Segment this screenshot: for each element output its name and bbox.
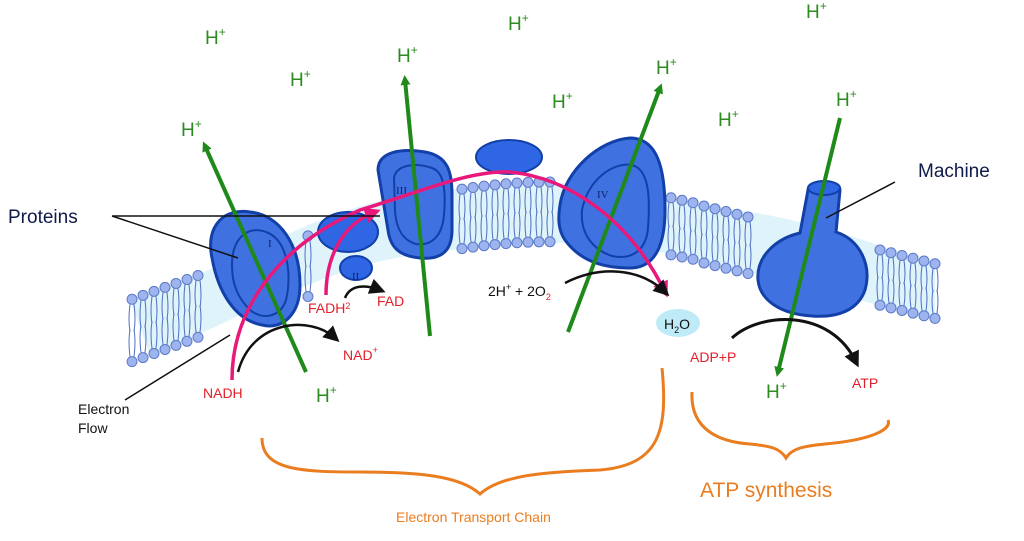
- machine-pointer: [825, 181, 896, 219]
- complex-iii-label: III: [396, 185, 407, 197]
- nadh-to-nad-arrow: [236, 323, 340, 373]
- fadh-to-fad-arrow: [343, 278, 386, 299]
- complex-iv-label: IV: [597, 189, 609, 201]
- fad-label: FAD: [377, 293, 404, 309]
- nadh-label: NADH: [203, 385, 243, 401]
- proton-arrow-complex-iv: [566, 83, 663, 333]
- proton-label: H+: [552, 89, 573, 113]
- complex-iv: IV: [557, 136, 667, 270]
- atp-synthesis-label: ATP synthesis: [700, 479, 832, 502]
- proton-arrow-complex-iii: [400, 75, 432, 337]
- proteins-pointer-2: [111, 215, 239, 259]
- complex-ii-label: II: [352, 271, 360, 283]
- cytochrome-c: [475, 139, 543, 175]
- proton-arrow-atp-synthase: [774, 117, 842, 377]
- proton-label: H+: [508, 11, 529, 35]
- adp-to-atp-arrow: [730, 318, 859, 368]
- electron-flow-fadh-arrow: [324, 207, 381, 296]
- electron-flow-label-line2: Flow: [78, 420, 108, 436]
- proton-label: H+: [766, 379, 787, 403]
- lipid-bilayer: [126, 176, 941, 368]
- proton-label: H+: [718, 107, 739, 131]
- proton-label: H+: [290, 67, 311, 91]
- etc-brace: [260, 367, 666, 497]
- proton-label: H+: [205, 25, 226, 49]
- atp-synthesis-brace: [690, 391, 890, 461]
- proteins-label: Proteins: [8, 207, 78, 228]
- complex-i-label: I: [268, 238, 272, 250]
- water-label: H2O: [664, 316, 690, 335]
- atp-label: ATP: [852, 375, 878, 391]
- electron-flow-arrow: [230, 170, 668, 381]
- proton-label: H+: [316, 383, 337, 407]
- proton-label: H+: [181, 117, 202, 141]
- atp-synthase: [756, 180, 869, 318]
- proton-labels: H+ H+ H+ H+ H+ H+ H+ H+ H+ H+ H+ H+: [181, 0, 857, 407]
- proton-label: H+: [836, 87, 857, 111]
- proton-label: H+: [397, 43, 418, 67]
- proton-arrow-complex-i: [202, 141, 308, 373]
- nad-label: NAD+: [343, 345, 378, 363]
- oxygen-reaction-label: 2H+ + 2O2: [488, 282, 551, 302]
- oxygen-to-water-arrow: [564, 270, 670, 297]
- etc-label: Electron Transport Chain: [396, 509, 551, 525]
- proton-label: H+: [806, 0, 827, 23]
- electron-flow-pointer: [124, 334, 231, 401]
- fadh-label: FADH2: [308, 300, 350, 316]
- machine-label: Machine: [918, 161, 990, 182]
- proton-label: H+: [656, 55, 677, 79]
- water-bubble: [656, 309, 700, 337]
- adp-p-label: ADP+P: [690, 349, 736, 365]
- complex-iii: III: [376, 149, 454, 260]
- electron-flow-label-line1: Electron: [78, 401, 129, 417]
